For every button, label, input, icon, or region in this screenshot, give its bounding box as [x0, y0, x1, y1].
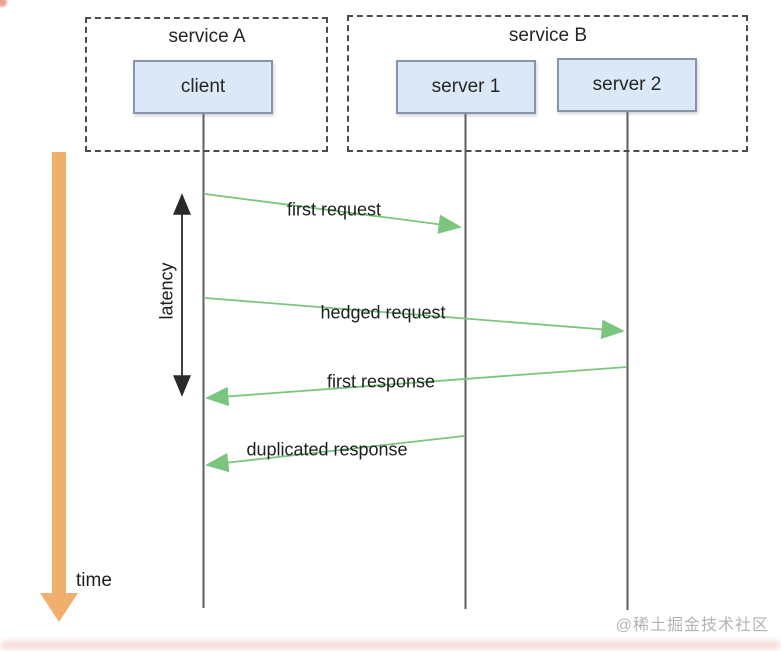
watermark-text: @稀土掘金技术社区: [615, 617, 769, 634]
first-response-label: first response: [326, 371, 436, 392]
server1-actor-box: server 1: [396, 60, 536, 114]
service-a-group-box: [85, 17, 328, 152]
first-request-arrow: [204, 193, 462, 234]
time-arrow: [40, 152, 78, 622]
service-b-group-box: [347, 15, 748, 152]
bottom-blur-strip: [0, 641, 781, 649]
server1-actor-label: server 1: [431, 76, 501, 97]
duplicated-response-arrow: [205, 435, 465, 473]
first-request-label: first request: [286, 199, 382, 220]
service-b-label: service B: [508, 25, 588, 46]
hedged-request-arrow: [204, 297, 625, 340]
server2-actor-label: server 2: [592, 74, 662, 95]
hedged-request-label: hedged request: [320, 302, 446, 323]
client-actor-box: client: [133, 60, 273, 114]
time-label: time: [76, 570, 112, 591]
server2-actor-box: server 2: [557, 58, 697, 112]
duplicated-response-label: duplicated response: [246, 439, 408, 460]
latency-label: latency: [156, 262, 177, 320]
client-actor-label: client: [180, 76, 226, 97]
service-a-label: service A: [168, 26, 246, 47]
first-response-arrow: [205, 366, 628, 407]
corner-artifact-dot: [0, 0, 7, 7]
